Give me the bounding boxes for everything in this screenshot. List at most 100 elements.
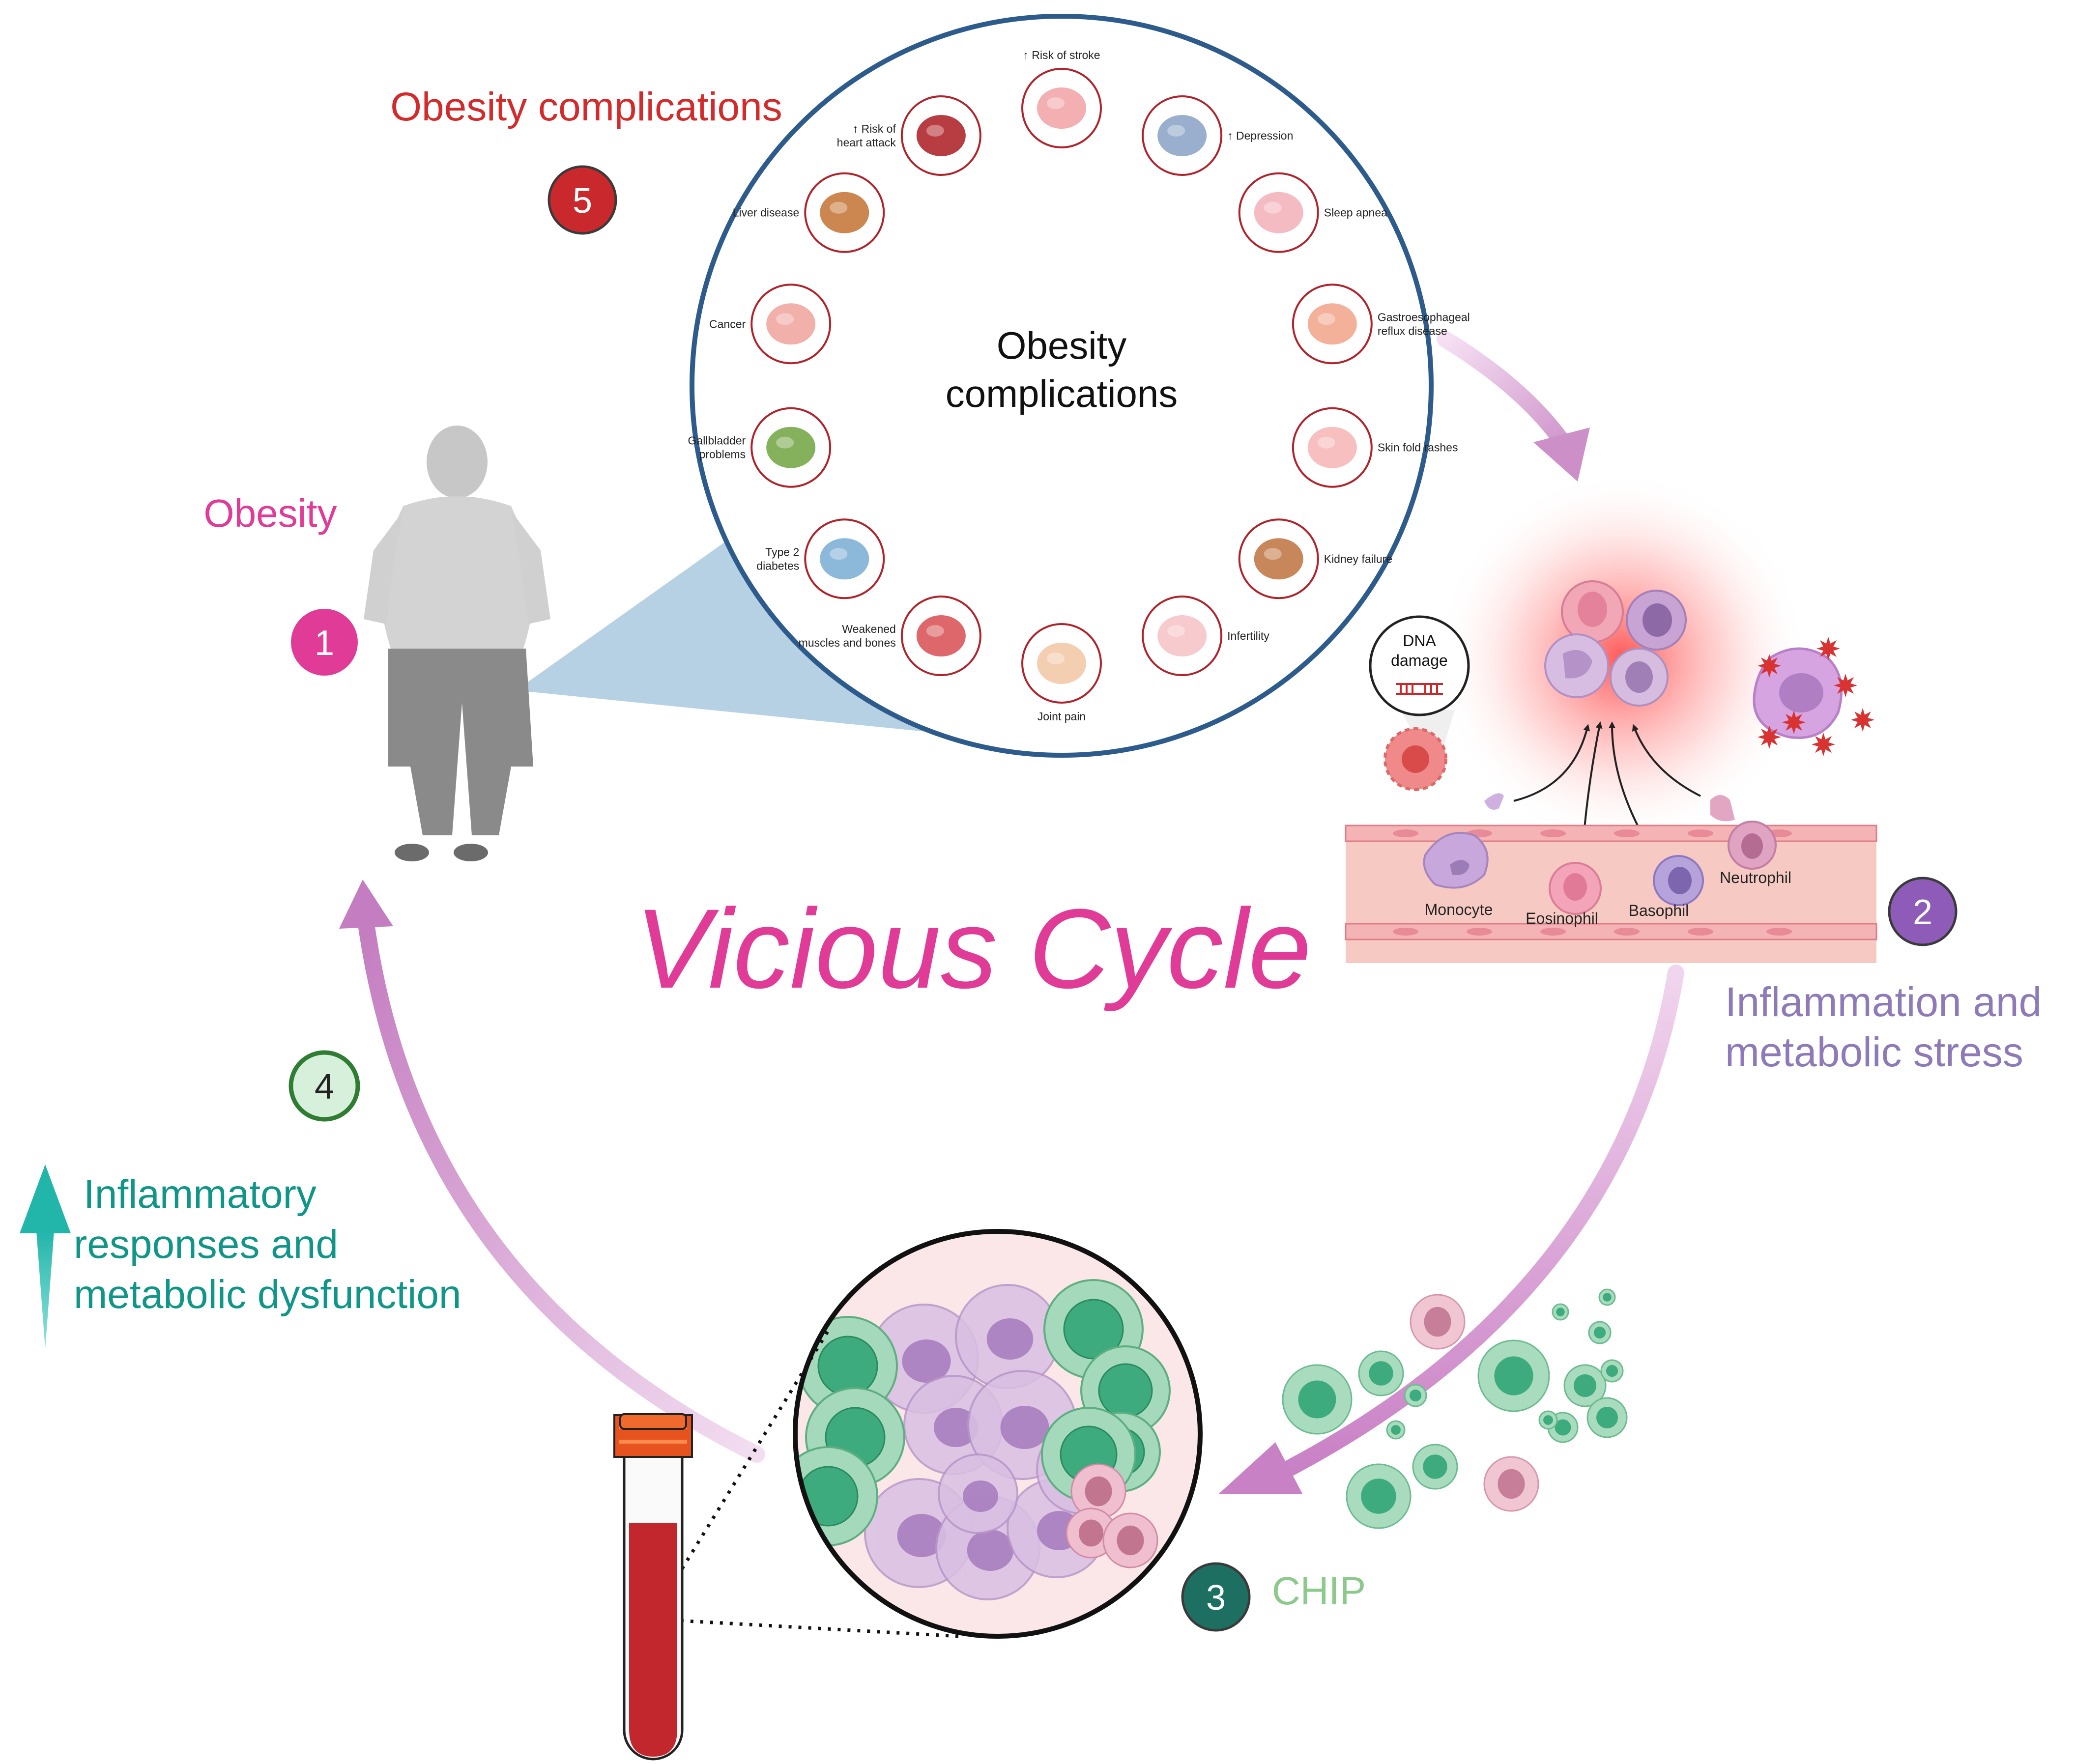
- brain-icon: [1142, 95, 1223, 176]
- reproductive-icon: [1142, 596, 1223, 677]
- skin-rash-icon: [1292, 407, 1373, 488]
- green-hsc-cell: [1282, 1364, 1353, 1435]
- inflammation-label-line-2: metabolic stress: [1725, 1029, 2023, 1075]
- lungs-icon: [1238, 172, 1319, 253]
- complication-label: Liver disease: [733, 206, 800, 219]
- complications-circle: Obesity complications ↑ Risk of stroke↑ …: [688, 14, 1470, 758]
- glow-cell-eosinophil: [1561, 580, 1624, 643]
- green-hsc-cell: [1586, 1397, 1628, 1438]
- zoom-lines: [650, 1326, 959, 1638]
- complications-center-line-1: Obesity: [997, 324, 1126, 367]
- green-hsc-cell: [1600, 1359, 1624, 1383]
- glucometer-icon: [804, 518, 885, 599]
- complication-label: Skin fold rashes: [1378, 441, 1458, 454]
- inflammation-label-line-1: Inflammation and: [1725, 979, 2042, 1025]
- green-hsc-cell: [1412, 1444, 1458, 1490]
- ros-stars: [1758, 637, 1874, 756]
- obese-person-figure: [364, 426, 550, 861]
- ros-star-icon: [1782, 711, 1806, 734]
- step-4-label-line-1: Inflammatory: [84, 1172, 317, 1217]
- svg-text:2: 2: [1913, 893, 1932, 932]
- blood-tube: [613, 1413, 693, 1761]
- complication-label: problems: [699, 448, 746, 461]
- step-4-label-line-2: responses and: [74, 1222, 338, 1267]
- dna-damage-line-2: damage: [1391, 652, 1448, 669]
- muscle-icon: [900, 596, 981, 677]
- complication-label: reflux disease: [1378, 324, 1447, 337]
- green-hsc-cell: [1386, 1420, 1406, 1440]
- vessel-neutrophil: [1710, 795, 1777, 870]
- gallbladder-icon: [750, 407, 832, 488]
- svg-text:3: 3: [1206, 1578, 1226, 1618]
- kidney-icon: [1238, 518, 1319, 599]
- label-neutrophil: Neutrophil: [1720, 869, 1791, 886]
- stomach-icon: [1292, 284, 1373, 365]
- obesity-label: Obesity: [203, 491, 337, 535]
- complication-label: Weakened: [842, 623, 896, 635]
- teal-up-arrow-icon: [20, 1165, 71, 1349]
- step-1-badge: 1: [291, 609, 358, 676]
- green-hsc-cell: [1358, 1350, 1404, 1396]
- glow-cell-monocyte: [1544, 633, 1609, 698]
- svg-text:1: 1: [315, 624, 334, 663]
- damaged-cell: [1383, 727, 1447, 791]
- vessel-basophil: [1653, 855, 1704, 906]
- glow-cell-basophil: [1626, 590, 1687, 651]
- complications-center-line-2: complications: [946, 372, 1178, 415]
- complication-label: Cancer: [709, 317, 746, 330]
- ros-star-icon: [1834, 674, 1857, 697]
- label-basophil: Basophil: [1629, 902, 1689, 919]
- liver-icon: [804, 172, 885, 253]
- inflammation-panel: DNA damage: [1345, 472, 1877, 963]
- ros-star-icon: [1758, 654, 1781, 678]
- diagram-title: Vicious Cycle: [635, 885, 1311, 1012]
- label-monocyte: Monocyte: [1425, 901, 1493, 918]
- vessel-monocyte: [1423, 793, 1504, 889]
- clone-magnifier: [793, 1229, 1203, 1639]
- dna-damage-line-1: DNA: [1403, 632, 1436, 650]
- brain-stroke-icon: [1021, 68, 1102, 148]
- green-hsc-cell: [1552, 1303, 1569, 1321]
- knee-joint-icon: [1021, 623, 1102, 704]
- green-hsc-cell: [1598, 1288, 1616, 1306]
- svg-text:4: 4: [315, 1067, 334, 1107]
- svg-text:5: 5: [573, 181, 592, 221]
- complication-label: heart attack: [837, 136, 896, 149]
- complication-label: Kidney failure: [1324, 552, 1392, 565]
- expanding-cell-population: [1282, 1288, 1628, 1529]
- heart-icon: [900, 95, 981, 176]
- step-3-badge: 3: [1181, 1562, 1251, 1632]
- complication-label: Joint pain: [1038, 710, 1086, 723]
- cycle-arrow-left: [339, 880, 765, 1463]
- cycle-arrow-right: [1219, 965, 1684, 1494]
- pink-granulocyte-cell: [1483, 1456, 1539, 1512]
- pink-granulocyte-cell: [1070, 1463, 1126, 1519]
- step-4-badge: 4: [288, 1050, 360, 1122]
- green-hsc-cell: [1477, 1339, 1550, 1412]
- complication-label: Gastroesophageal: [1378, 311, 1470, 323]
- complication-label: Infertility: [1227, 629, 1269, 642]
- complication-label: Type 2: [765, 545, 799, 558]
- green-clone-cell: [795, 1446, 878, 1546]
- purple-myeloid-cell: [938, 1453, 1018, 1534]
- vessel-eosinophil: [1549, 862, 1602, 915]
- green-hsc-cell: [1588, 1321, 1612, 1344]
- green-hsc-cell: [1404, 1384, 1427, 1407]
- blood-vessel: [1345, 825, 1877, 963]
- ros-star-icon: [1851, 708, 1874, 732]
- tumor-icon: [750, 284, 832, 365]
- complication-label: diabetes: [756, 559, 799, 572]
- pink-granulocyte-cell: [1410, 1294, 1466, 1350]
- step-5-badge: 5: [548, 165, 617, 235]
- green-hsc-cell: [1538, 1410, 1558, 1430]
- ros-star-icon: [1816, 637, 1840, 660]
- obesity-complications-heading: Obesity complications: [390, 85, 782, 129]
- complication-label: Gallbladder: [688, 434, 746, 447]
- chip-label: CHIP: [1272, 1569, 1366, 1613]
- green-hsc-cell: [1563, 1364, 1607, 1407]
- step-4-label-line-3: metabolic dysfunction: [74, 1272, 461, 1317]
- label-eosinophil: Eosinophil: [1526, 910, 1598, 927]
- complication-label: Sleep apnea: [1324, 206, 1387, 219]
